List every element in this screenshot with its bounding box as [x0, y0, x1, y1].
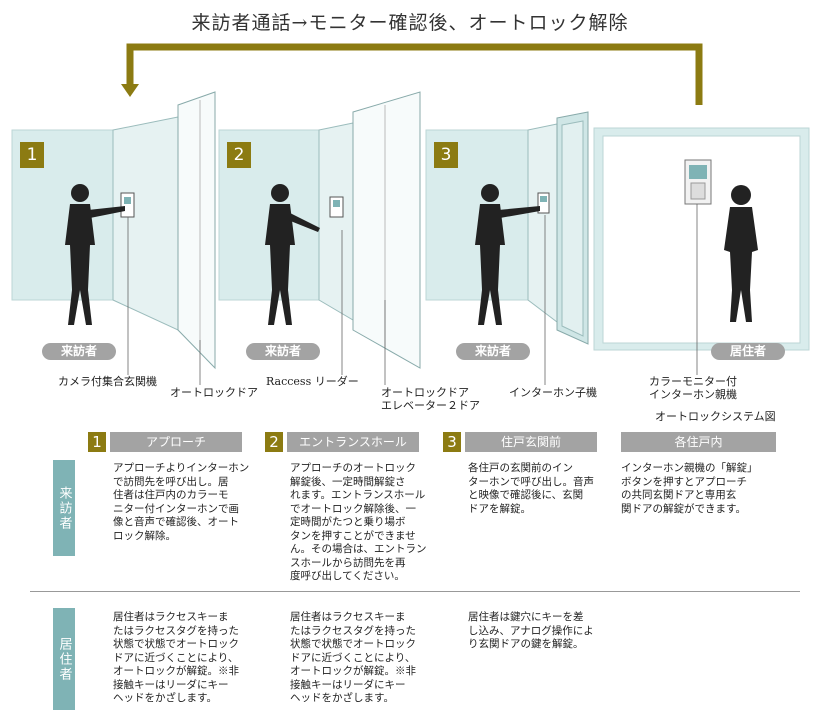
label-interphone-sub: インターホン子機 — [509, 386, 597, 399]
panel-entrance — [218, 91, 421, 369]
label-color-monitor: カラーモニター付 — [649, 375, 737, 388]
visitor-figures — [65, 184, 758, 325]
header-door-front: 住戸玄関前 — [465, 432, 597, 452]
auto-lock-scene — [11, 43, 810, 385]
role-visitor-1: 来訪者 — [42, 343, 116, 360]
resident-entrance-text: 居住者はラクセスキーま たはラクセスタグを持った 状態で状態でオートロック ドア… — [290, 611, 416, 704]
side-label-resident: 居住者 — [53, 608, 75, 710]
row-divider — [30, 591, 800, 592]
step-number-2: 2 — [227, 142, 251, 168]
label-raccess-reader: Raccess リーダー — [266, 375, 359, 388]
header-num-3: 3 — [443, 432, 461, 452]
side-label-visitor: 来訪者 — [53, 460, 75, 556]
panel-approach — [11, 91, 216, 370]
label-interphone-main: インターホン親機 — [649, 388, 737, 401]
visitor-residence-text: インターホン親機の「解錠」 ボタンを押すとアプローチ の共同玄関ドアと専用玄 関… — [621, 462, 758, 515]
resident-figure — [724, 185, 758, 322]
resident-door-text: 居住者は鍵穴にキーを差 し込み、アナログ操作によ り玄関ドアの鍵を解錠。 — [468, 611, 594, 650]
role-visitor-3: 来訪者 — [456, 343, 530, 360]
header-entrance: エントランスホール — [287, 432, 419, 452]
visitor-entrance-text: アプローチのオートロック 解錠後、一定時間解錠さ れます。エントランスホール で… — [290, 462, 427, 582]
step-number-3: 3 — [434, 142, 458, 168]
visitor-figure-1 — [65, 184, 125, 325]
role-resident: 居住者 — [711, 343, 785, 360]
visitor-figure-2 — [265, 184, 320, 325]
panel-residence — [593, 127, 810, 351]
visitor-approach-text: アプローチよりインターホン で訪問先を呼び出し。居 住者は住戸内のカラーモ ニタ… — [113, 462, 250, 542]
diagram-caption: オートロックシステム図 — [655, 410, 776, 423]
label-camera-panel: カメラ付集合玄関機 — [58, 375, 157, 388]
role-visitor-2: 来訪者 — [246, 343, 320, 360]
header-num-1: 1 — [88, 432, 106, 452]
label-elevator-door: エレベーター２ドア — [381, 399, 480, 412]
header-approach: アプローチ — [110, 432, 242, 452]
header-residence: 各住戸内 — [621, 432, 776, 452]
diagram-title: 来訪者通話→モニター確認後、オートロック解除 — [191, 12, 629, 34]
visitor-door-text: 各住戸の玄関前のイン ターホンで呼び出し。音声 と映像で確認後に、玄関 ドアを解… — [468, 462, 594, 515]
visitor-figure-3 — [475, 184, 540, 325]
step-number-1: 1 — [20, 142, 44, 168]
leader-lines — [127, 204, 698, 385]
label-auto-lock-door-2: オートロックドア — [381, 386, 469, 399]
callback-arrow — [121, 43, 703, 105]
resident-approach-text: 居住者はラクセスキーま たはラクセスタグを持った 状態で状態でオートロック ドア… — [113, 611, 239, 704]
header-num-2: 2 — [265, 432, 283, 452]
label-auto-lock-door: オートロックドア — [170, 386, 258, 399]
